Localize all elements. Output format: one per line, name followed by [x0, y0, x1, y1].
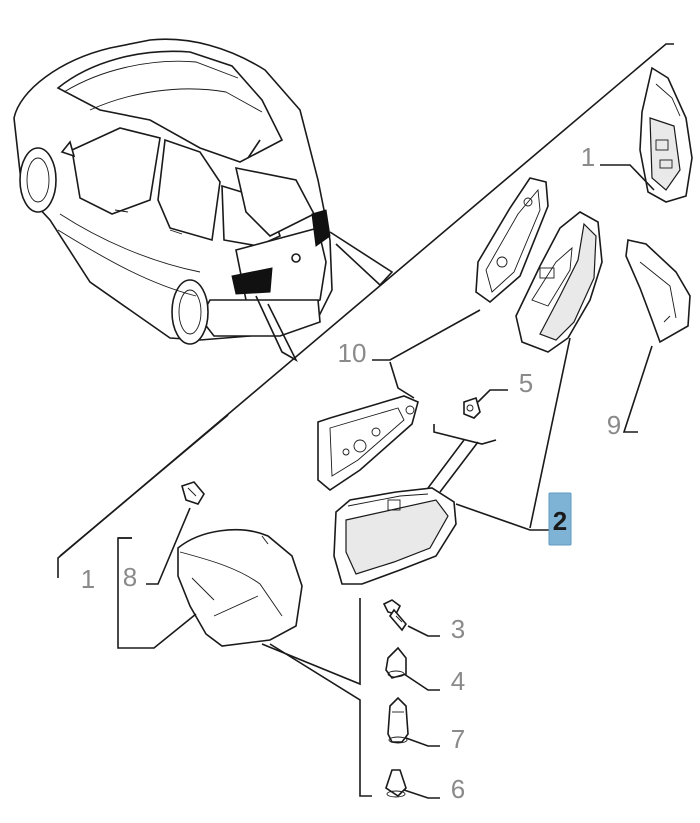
- part-9-reflector-cover: [625, 239, 691, 344]
- frame-lines: [57, 43, 674, 578]
- fastener-bracket-lower: [269, 643, 372, 797]
- leader-5: [477, 389, 508, 403]
- leader-8: [146, 507, 191, 585]
- callout-4: 4: [451, 666, 465, 696]
- callout-2: 2: [553, 506, 567, 536]
- callout-1-top: 1: [581, 142, 595, 172]
- part-5-nut: [463, 396, 481, 419]
- callout-3: 3: [451, 614, 465, 644]
- part-lamp-gasket-upper: [475, 177, 549, 304]
- part-3-screw: [382, 599, 408, 632]
- part-2-outer-lamp-upper: [515, 211, 603, 353]
- part-6-plug: [385, 769, 407, 798]
- callout-8: 8: [123, 562, 137, 592]
- callout-9: 9: [607, 410, 621, 440]
- leader-10: [372, 309, 481, 361]
- part-8-clip: [181, 481, 205, 505]
- leader-10-down: [389, 361, 415, 399]
- part-1-left-housing: [177, 529, 303, 647]
- nut-bracket-lines: [433, 424, 497, 445]
- part-2-outer-lamp-lower: [333, 487, 457, 585]
- leader-2-b: [439, 441, 479, 493]
- part-7-long-grommet: [387, 696, 409, 744]
- leader-7: [405, 737, 440, 747]
- fastener-bracket: [261, 598, 361, 686]
- leader-1-top: [600, 164, 655, 191]
- callout-10: 10: [338, 338, 367, 368]
- leader-2-a: [427, 439, 465, 489]
- callout-2-highlight: [548, 492, 572, 546]
- callout-6: 6: [451, 774, 465, 804]
- leader-3: [407, 625, 440, 637]
- callout-7: 7: [451, 724, 465, 754]
- leader-2-up: [529, 337, 571, 529]
- leader-2: [455, 503, 550, 531]
- callout-1-left: 1: [81, 564, 95, 594]
- vehicle-illustration: [13, 38, 333, 345]
- part-10-gasket: [317, 395, 419, 491]
- part-1-inner-lamp-housing: [639, 66, 693, 203]
- vehicle-leaders: [255, 231, 394, 363]
- leader-4: [403, 673, 440, 691]
- part-4-grommet: [385, 646, 407, 679]
- leader-6: [403, 789, 440, 799]
- leader-9: [622, 345, 653, 433]
- callout-5: 5: [519, 368, 533, 398]
